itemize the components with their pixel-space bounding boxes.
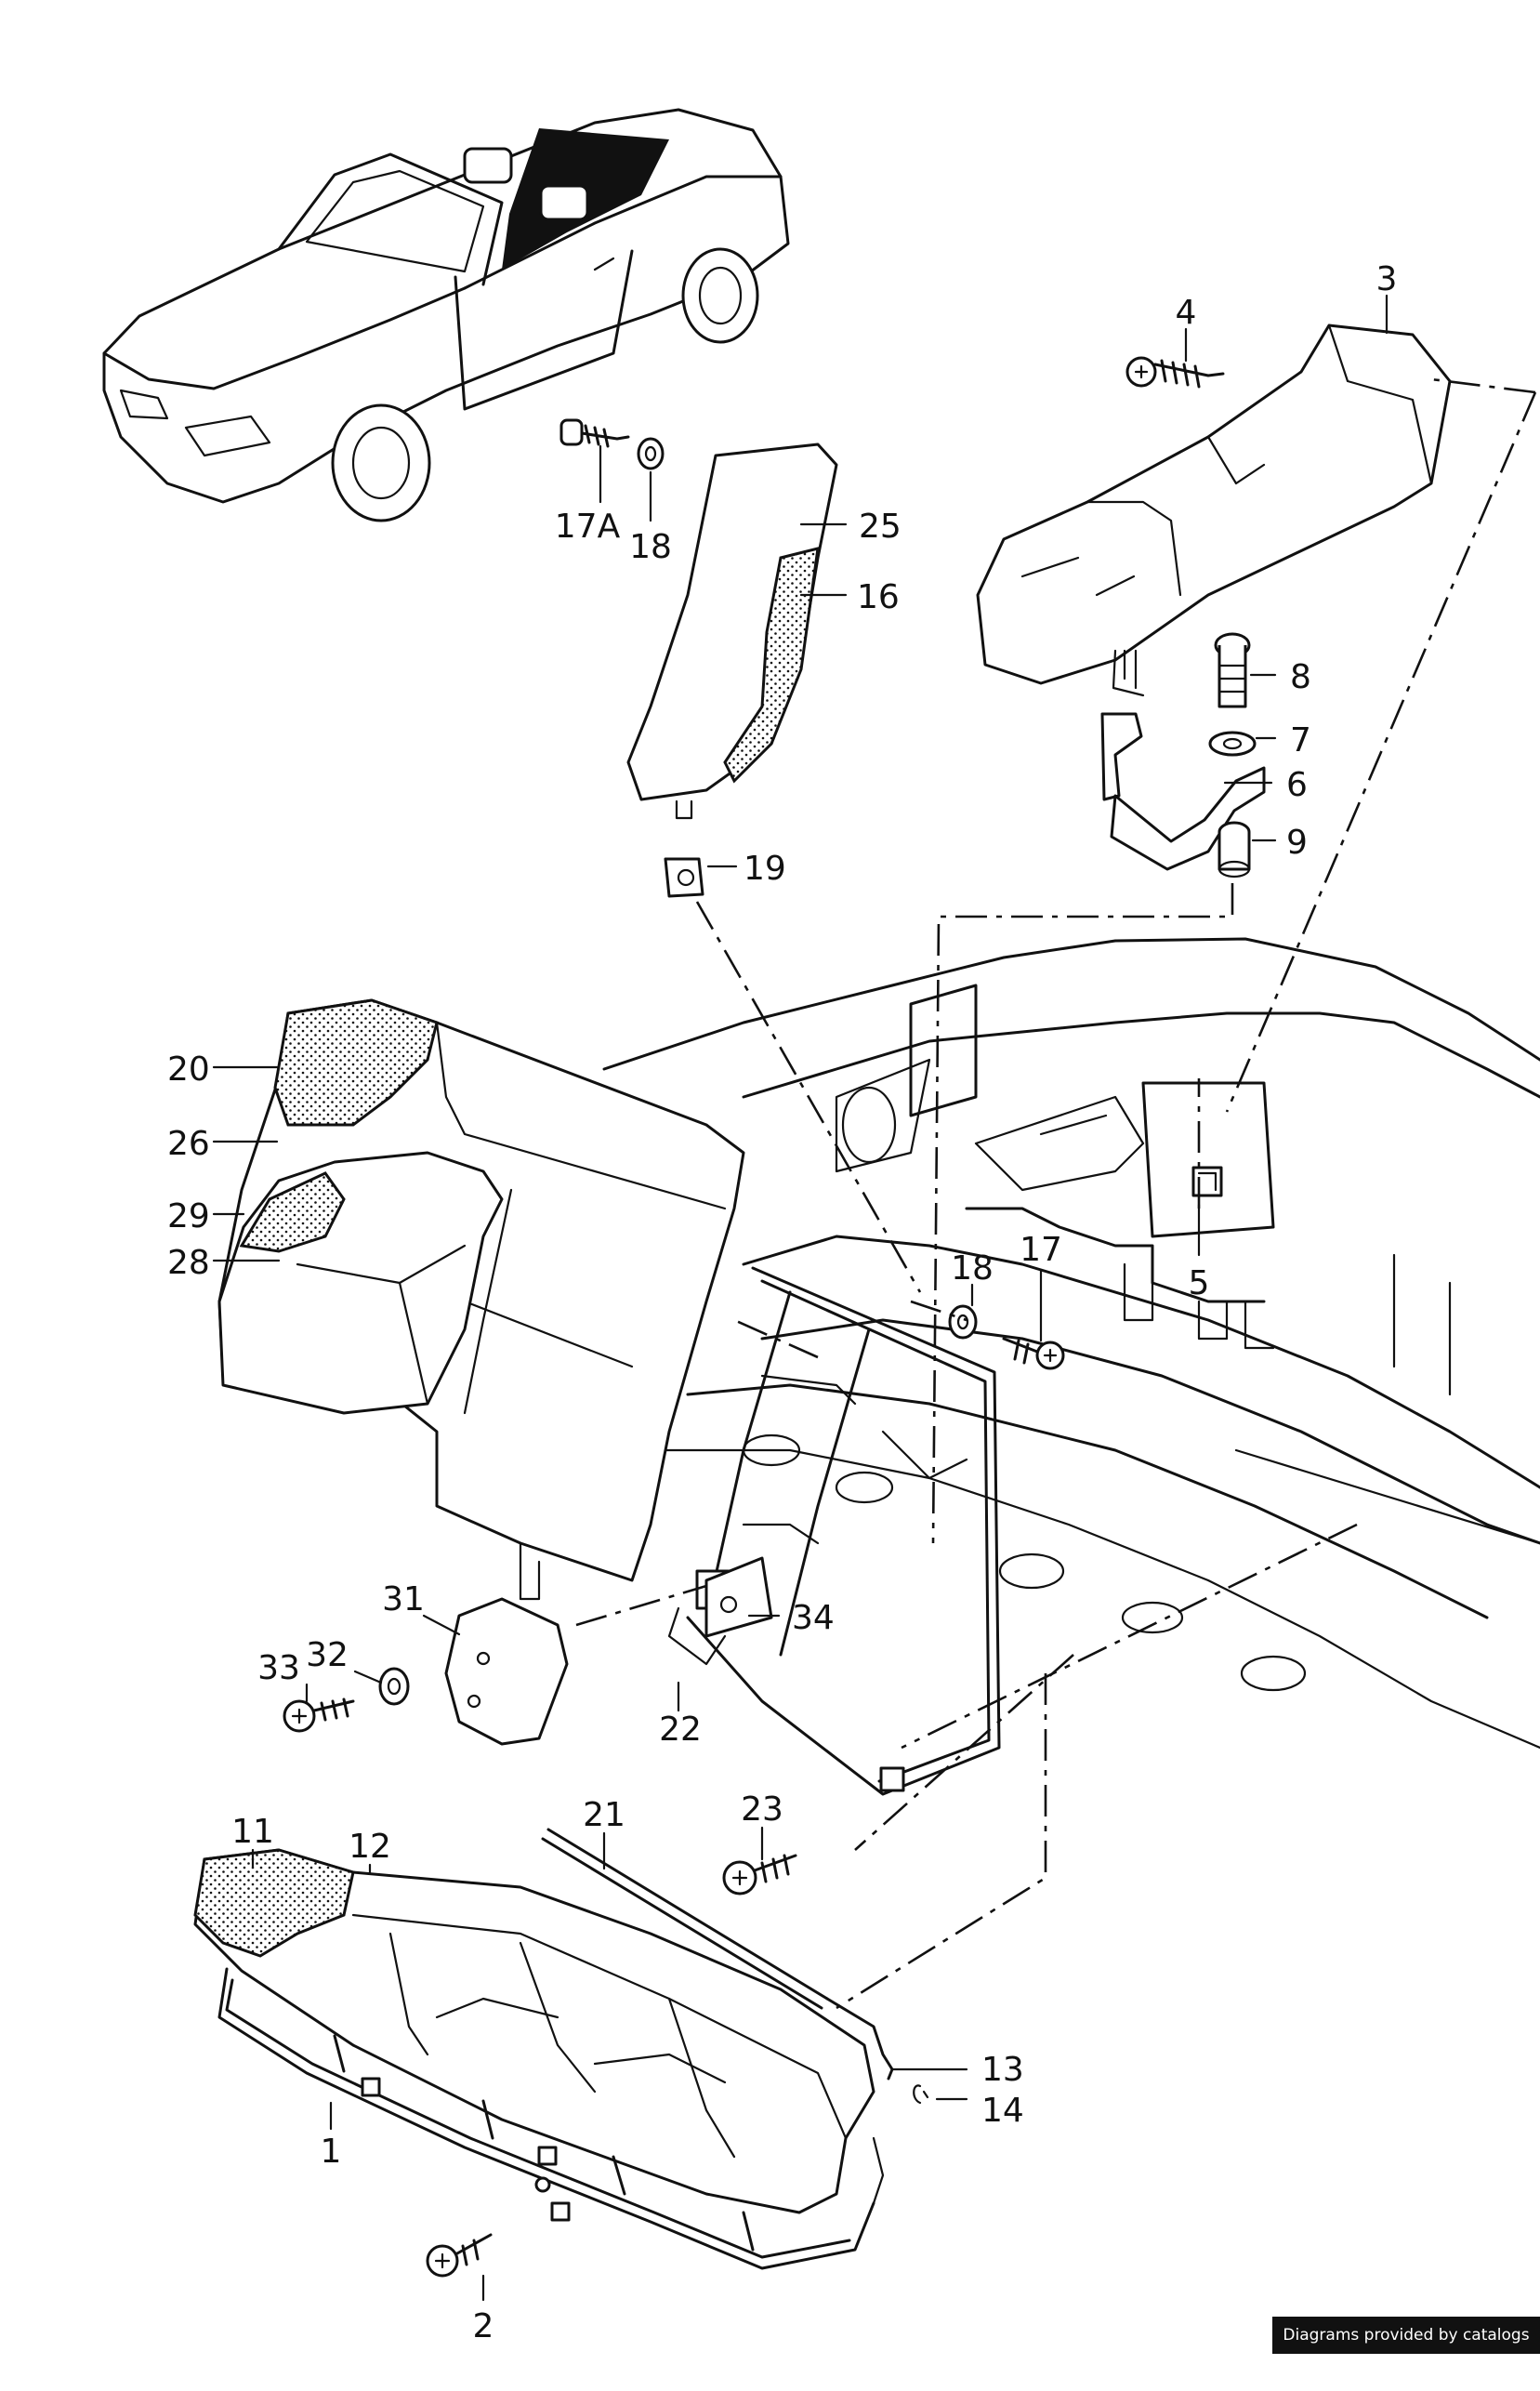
callout-5: 5: [1189, 1264, 1210, 1302]
callout-20: 20: [167, 1050, 210, 1089]
callout-33: 33: [257, 1649, 300, 1687]
callout-14: 14: [981, 2092, 1024, 2130]
callout-25: 25: [859, 508, 902, 546]
callout-8: 8: [1290, 658, 1311, 696]
diagram-credit-footer: Diagrams provided by catalogs parts: [1272, 2317, 1540, 2382]
fasteners-lower: [948, 1304, 1065, 1370]
callout-6: 6: [1286, 766, 1308, 804]
fasteners-upper: [559, 418, 665, 470]
callout-31: 31: [382, 1580, 425, 1618]
screw-2: [426, 2233, 493, 2278]
callout-18-upper: 18: [629, 528, 672, 566]
assembly-lines: [575, 377, 1537, 2010]
callout-13: 13: [981, 2051, 1024, 2089]
callout-7: 7: [1290, 721, 1311, 760]
armrest-hinge-cover: [283, 1597, 569, 1746]
screw-23: [722, 1854, 797, 1896]
clip-19: [664, 857, 704, 898]
callout-29: 29: [167, 1197, 210, 1235]
callout-16: 16: [857, 578, 900, 616]
callout-19: 19: [744, 850, 786, 888]
rod-21: [541, 1828, 829, 2010]
callout-12: 12: [349, 1828, 391, 1866]
callout-18-lower: 18: [951, 1249, 994, 1288]
leader-lines: [212, 294, 1389, 2302]
callout-11: 11: [231, 1813, 274, 1851]
callout-21: 21: [583, 1796, 625, 1834]
callout-34: 34: [792, 1599, 835, 1637]
callout-9: 9: [1286, 824, 1308, 862]
belt-guide-cover: [976, 324, 1452, 685]
clip-13-ring-14: [825, 1997, 929, 2105]
callout-22: 22: [659, 1711, 702, 1749]
callout-1: 1: [321, 2133, 342, 2171]
callout-17: 17: [1020, 1231, 1062, 1269]
callout-26: 26: [167, 1125, 210, 1163]
rear-body-floor: [602, 937, 1540, 1750]
callout-4: 4: [1176, 294, 1197, 332]
convertible-car-illustration: [102, 108, 790, 522]
callout-23: 23: [741, 1790, 783, 1829]
seat-cushion: [193, 1848, 885, 2270]
callout-labels: 3 4 17A 18 25 16 8 7 6 9 19 20 26 29 28 …: [167, 260, 1397, 2345]
belt-anchor-parts: [1100, 632, 1266, 878]
callout-32: 32: [306, 1636, 349, 1674]
callout-3: 3: [1376, 260, 1398, 298]
seat-backrest: [217, 998, 745, 1582]
callout-28: 28: [167, 1244, 210, 1282]
side-trim-panel: [626, 443, 838, 898]
callout-2: 2: [473, 2307, 494, 2345]
callout-17A: 17A: [555, 508, 621, 546]
